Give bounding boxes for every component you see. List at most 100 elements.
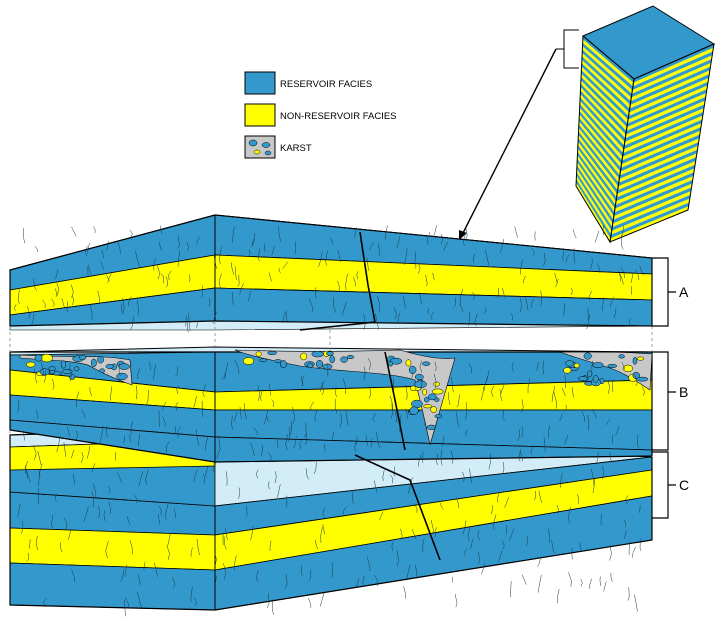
inset-stripe bbox=[629, 70, 710, 109]
fracture bbox=[250, 442, 255, 456]
fracture bbox=[159, 241, 162, 251]
fracture bbox=[66, 301, 69, 313]
fracture bbox=[56, 435, 61, 453]
inset-stripe bbox=[576, 175, 612, 235]
fracture bbox=[34, 246, 38, 252]
fracture bbox=[138, 471, 144, 487]
fracture bbox=[382, 470, 385, 481]
fracture bbox=[66, 427, 70, 437]
karst-clast bbox=[255, 351, 262, 357]
fracture bbox=[455, 497, 460, 509]
fracture bbox=[553, 391, 558, 409]
fracture bbox=[564, 404, 567, 412]
inset-stripe bbox=[577, 145, 617, 202]
fracture bbox=[313, 461, 317, 474]
fracture bbox=[568, 572, 572, 587]
fracture bbox=[137, 299, 139, 316]
fracture bbox=[37, 450, 42, 465]
fracture bbox=[232, 291, 234, 305]
fracture bbox=[374, 574, 379, 587]
fracture bbox=[573, 248, 576, 264]
fracture bbox=[426, 231, 431, 245]
fracture bbox=[602, 225, 604, 236]
fracture bbox=[589, 578, 592, 589]
karst-clast bbox=[422, 388, 427, 396]
fracture bbox=[101, 249, 104, 258]
fracture bbox=[292, 406, 296, 424]
reservoir-label: RESERVOIR FACIES bbox=[280, 79, 372, 90]
fracture bbox=[455, 411, 460, 428]
fracture bbox=[335, 386, 337, 397]
karst-zone bbox=[19, 349, 653, 446]
fracture bbox=[592, 408, 597, 419]
fracture bbox=[432, 272, 435, 281]
fracture bbox=[71, 449, 75, 459]
inset-stripe bbox=[622, 119, 703, 157]
fracture bbox=[384, 225, 388, 240]
fracture bbox=[319, 380, 325, 392]
inset-stripe bbox=[628, 77, 709, 117]
fracture bbox=[271, 246, 275, 256]
fracture bbox=[511, 362, 514, 373]
karst-clast bbox=[105, 364, 114, 369]
karst-clast bbox=[422, 361, 431, 366]
fracture bbox=[564, 435, 568, 445]
inset-stripe bbox=[632, 51, 713, 91]
fracture bbox=[299, 439, 303, 450]
fracture bbox=[419, 379, 422, 390]
inset-stripe bbox=[582, 36, 634, 83]
karst-clast bbox=[577, 376, 589, 381]
bracket-a: A bbox=[652, 257, 689, 327]
fracture bbox=[547, 528, 550, 543]
fracture bbox=[33, 446, 37, 460]
inset-stripe bbox=[614, 172, 694, 209]
fracture bbox=[433, 373, 437, 389]
fracture bbox=[26, 552, 29, 562]
fracture bbox=[99, 426, 104, 443]
inset-stripe bbox=[610, 206, 689, 242]
fracture bbox=[422, 538, 425, 553]
inset-column-left-face bbox=[576, 36, 634, 242]
fracture bbox=[366, 556, 371, 572]
fracture bbox=[278, 226, 282, 242]
fracture bbox=[591, 468, 595, 486]
fracture bbox=[117, 472, 123, 484]
fracture bbox=[196, 319, 201, 328]
fracture bbox=[36, 410, 38, 419]
inset-stripe bbox=[578, 134, 619, 191]
fracture bbox=[73, 473, 75, 485]
fracture bbox=[218, 273, 222, 289]
fracture bbox=[124, 564, 127, 577]
fracture bbox=[63, 442, 66, 457]
fracture bbox=[571, 547, 573, 560]
fracture bbox=[351, 490, 354, 504]
inset-stripe bbox=[628, 81, 709, 120]
inset-stripe bbox=[620, 134, 700, 172]
fracture bbox=[560, 472, 563, 488]
fracture bbox=[308, 597, 312, 608]
fracture bbox=[534, 491, 537, 501]
fracture bbox=[517, 429, 520, 442]
inset-stripe bbox=[618, 145, 699, 183]
inset-stripe bbox=[610, 202, 690, 239]
fracture bbox=[106, 240, 109, 251]
fracture bbox=[212, 461, 215, 473]
fracture bbox=[603, 581, 607, 592]
fracture bbox=[441, 436, 445, 447]
block-b bbox=[9, 346, 653, 463]
fracture bbox=[551, 540, 556, 554]
fracture bbox=[301, 565, 303, 577]
fracture bbox=[594, 230, 600, 243]
fracture bbox=[315, 287, 317, 299]
fracture bbox=[510, 581, 512, 598]
fracture bbox=[217, 435, 221, 448]
fracture bbox=[599, 576, 601, 587]
fracture bbox=[356, 271, 359, 280]
fracture bbox=[51, 298, 55, 307]
inset-stripe bbox=[615, 168, 695, 205]
fracture bbox=[177, 250, 181, 267]
fracture bbox=[304, 422, 307, 438]
fracture bbox=[368, 388, 372, 399]
fracture bbox=[24, 461, 28, 474]
fracture bbox=[129, 540, 133, 555]
